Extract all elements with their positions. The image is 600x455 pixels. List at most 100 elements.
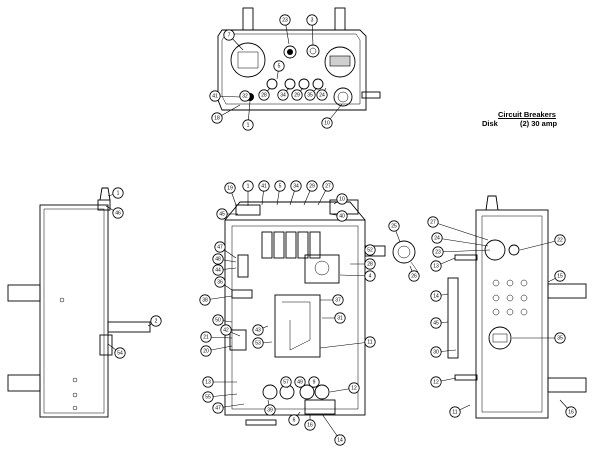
callout-balloon [364, 244, 376, 256]
callout-front-view-28: 28 [350, 258, 376, 270]
callout-front-view-17: 21 [200, 331, 233, 343]
callout-left-view-4: 54 [107, 343, 126, 359]
note-title: Circuit Breakers [498, 110, 556, 119]
callout-number: 23 [435, 249, 441, 255]
callout-number: 2 [155, 318, 158, 324]
callout-front-view-32: 57 [280, 376, 292, 389]
right-pipe-upper [547, 283, 587, 299]
callout-side-parts-1: 25 [388, 220, 401, 243]
callout-number: 26 [411, 273, 417, 279]
callout-balloon [430, 260, 442, 272]
callout-number: 43 [255, 327, 261, 333]
left-pipe-lower [7, 374, 41, 392]
callout-front-view-33: 49 [294, 376, 306, 388]
left-pipe-upper [7, 284, 41, 302]
callout-top-view-8: 1 [242, 100, 254, 131]
callout-number: 44 [215, 267, 221, 273]
callout-number: 54 [117, 350, 123, 356]
callout-balloon [364, 270, 376, 282]
callout-front-view-2: 1 [242, 180, 254, 206]
callout-balloon [408, 270, 420, 282]
callout-leader [437, 249, 491, 253]
callout-front-view-30: 11 [319, 336, 376, 349]
callout-number: 27 [325, 183, 331, 189]
callout-number: 25 [391, 223, 397, 229]
callout-balloon [431, 232, 443, 244]
right-receptacle [488, 326, 512, 350]
right-pipe-lower [547, 377, 587, 393]
callout-front-view-29: 4 [339, 270, 376, 282]
callout-number: 45 [433, 320, 439, 326]
callout-balloon [304, 419, 316, 431]
callout-right-view-6: 14 [430, 290, 449, 302]
callout-right-view-12: 11 [449, 404, 471, 418]
top-post-right [334, 7, 346, 31]
callout-balloon [291, 89, 303, 101]
callout-balloon [239, 90, 251, 102]
callout-front-view-13: 44 [212, 264, 237, 276]
callout-front-view-5: 34 [289, 180, 302, 206]
callout-balloon [430, 290, 442, 302]
side-coupler [392, 240, 416, 264]
callout-balloon [427, 216, 439, 228]
callout-balloon [554, 332, 566, 344]
callout-balloon [258, 180, 270, 192]
callout-front-view-7: 27 [317, 180, 334, 206]
callout-right-view-13: 16 [559, 399, 577, 418]
right-body [475, 209, 549, 419]
callout-balloon [430, 376, 442, 388]
callout-balloon [280, 376, 292, 388]
note-breaker-rating: (2) 30 amp [520, 119, 558, 128]
callout-top-view-4: 5 [273, 60, 285, 80]
callout-number: 41 [212, 93, 218, 99]
callout-number: 46 [115, 210, 121, 216]
callout-number: 13 [205, 379, 211, 385]
callout-side-parts-2: 26 [408, 265, 420, 282]
callout-balloon [449, 406, 461, 418]
top-post-left [242, 7, 254, 31]
top-coupler [333, 87, 353, 107]
callout-front-view-34: 9 [308, 376, 320, 388]
callout-number: 23 [282, 17, 288, 23]
callout-balloon [334, 312, 346, 324]
callout-balloon [150, 315, 162, 327]
callout-number: 11 [367, 339, 372, 345]
callout-right-view-4: 22 [519, 234, 566, 251]
callout-top-view-1: 7 [223, 29, 244, 51]
left-body [39, 204, 109, 418]
callout-top-view-3: 3 [306, 14, 318, 46]
callout-front-view-14: 36 [214, 276, 233, 291]
right-side-view [447, 195, 587, 419]
callout-balloon [430, 317, 442, 329]
callout-number: 39 [267, 407, 273, 413]
callout-number: 52 [367, 247, 373, 253]
callout-front-view-10: 45 [216, 208, 238, 220]
callout-left-view-2: 46 [105, 205, 124, 219]
callout-balloon [252, 324, 264, 336]
callout-balloon [273, 60, 285, 72]
callout-number: 5 [278, 63, 281, 69]
front-contactor [304, 254, 340, 284]
gauge-right [324, 46, 356, 78]
callout-right-view-9: 45 [430, 317, 449, 329]
callout-top-view-5: 32 [239, 90, 252, 102]
callout-number: 45 [219, 211, 225, 217]
callout-number: 6 [293, 417, 296, 423]
callout-number: 12 [351, 385, 357, 391]
front-circuit-board [274, 294, 321, 358]
callout-front-view-26: 37 [320, 294, 344, 306]
callout-balloon [242, 119, 254, 131]
callout-front-view-6: 29 [303, 180, 318, 206]
callout-number: 30 [433, 349, 439, 355]
callout-balloon [216, 208, 228, 220]
callout-front-view-24: 53 [252, 337, 273, 349]
callout-top-view-2: 23 [279, 14, 291, 45]
callout-top-view-10: 34 [277, 87, 290, 101]
callout-balloon [252, 337, 264, 349]
callout-balloon [258, 89, 270, 101]
callout-front-view-19: 13 [202, 376, 237, 388]
callout-number: 36 [217, 279, 223, 285]
meter-left [230, 42, 266, 78]
callout-balloon [336, 210, 348, 222]
callout-balloon [242, 180, 254, 192]
